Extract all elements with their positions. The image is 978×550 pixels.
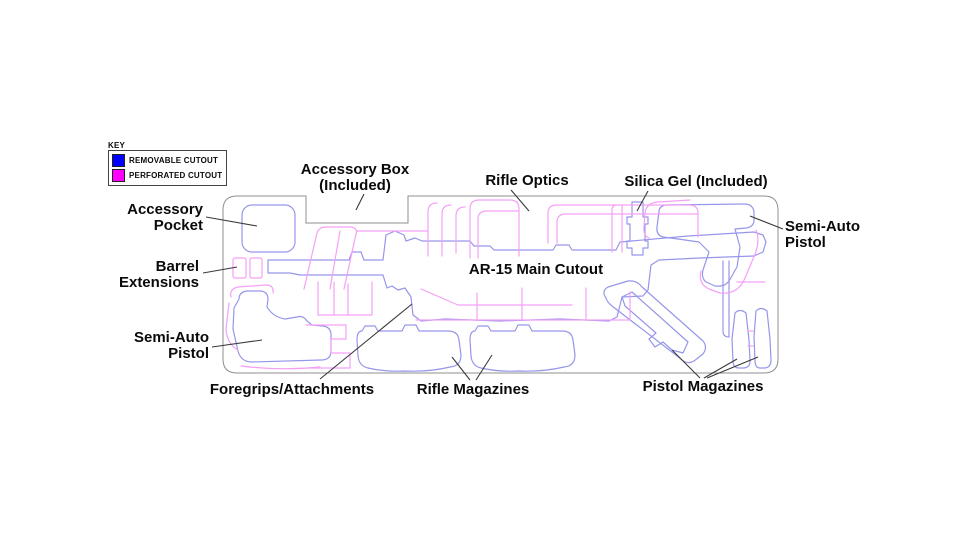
label-ar15-main-cutout: AR-15 Main Cutout bbox=[468, 261, 604, 278]
cutout-silica-gel bbox=[626, 201, 649, 256]
label-semi-auto-pistol-right: Semi-Auto Pistol bbox=[785, 218, 860, 251]
stock-channel-line bbox=[722, 260, 730, 338]
label-semi-auto-pistol-left: Semi-Auto Pistol bbox=[134, 329, 209, 362]
perforation-foregrip-grid bbox=[415, 287, 631, 321]
leader-rifle-magazines-2 bbox=[475, 354, 493, 381]
cutout-rifle-magazine-2 bbox=[469, 324, 576, 372]
perforation-barrel-extension-1 bbox=[232, 257, 247, 279]
perforation-foregrip-left bbox=[317, 281, 373, 316]
leader-pistol-magazines-1 bbox=[671, 349, 701, 379]
legend: KEY REMOVABLE CUTOUT PERFORATED CUTOUT bbox=[108, 141, 228, 186]
leader-pistol-right bbox=[749, 215, 784, 230]
legend-row-perforated: PERFORATED CUTOUT bbox=[112, 168, 222, 183]
leader-pistol-magazines-3 bbox=[706, 356, 759, 379]
perforation-pistol-mag-ticks bbox=[736, 281, 766, 347]
cutout-pistol-magazine-2 bbox=[753, 307, 772, 369]
leader-accessory-box bbox=[355, 193, 365, 211]
leader-pistol-left bbox=[211, 339, 263, 348]
perforation-optics-hooks bbox=[427, 202, 466, 257]
leader-pistol-magazines-2 bbox=[703, 358, 738, 379]
legend-box: REMOVABLE CUTOUT PERFORATED CUTOUT bbox=[108, 150, 228, 186]
cutout-ar15-main bbox=[267, 230, 767, 322]
removable-swatch bbox=[112, 154, 125, 167]
cutout-rifle-magazine-1 bbox=[356, 324, 462, 372]
label-rifle-magazines: Rifle Magazines bbox=[416, 381, 530, 398]
label-accessory-pocket: Accessory Pocket bbox=[127, 201, 203, 234]
label-accessory-box: Accessory Box (Included) bbox=[300, 161, 410, 194]
cutout-pistol-magazine-1 bbox=[731, 309, 751, 369]
cutout-pistol-magazine-angled bbox=[621, 291, 689, 354]
leader-barrel-extensions bbox=[202, 266, 238, 274]
perforation-barrel-extension-2 bbox=[249, 257, 263, 279]
legend-label-perforated: PERFORATED CUTOUT bbox=[129, 171, 223, 180]
cutout-accessory-pocket bbox=[241, 204, 296, 253]
cutout-pistol-magazine-angled-outer bbox=[603, 280, 707, 364]
case-outline bbox=[222, 195, 779, 374]
perforation-pistol-right bbox=[643, 199, 759, 294]
leader-accessory-pocket bbox=[205, 216, 258, 227]
label-silica-gel: Silica Gel (Included) bbox=[624, 173, 768, 190]
legend-row-removable: REMOVABLE CUTOUT bbox=[112, 153, 222, 168]
label-foregrips-attachments: Foregrips/Attachments bbox=[209, 381, 375, 398]
label-barrel-extensions: Barrel Extensions bbox=[118, 258, 199, 291]
legend-title: KEY bbox=[108, 141, 126, 150]
cutout-semi-auto-pistol-right bbox=[656, 203, 755, 287]
perforation-pistol-left bbox=[225, 284, 351, 370]
perforation-silica-sides bbox=[611, 204, 623, 253]
leader-rifle-optics bbox=[510, 189, 530, 212]
perforation-optics-box-2 bbox=[547, 204, 699, 244]
label-rifle-optics: Rifle Optics bbox=[485, 172, 569, 189]
leader-foregrips bbox=[319, 303, 413, 380]
legend-label-removable: REMOVABLE CUTOUT bbox=[129, 156, 219, 165]
leader-silica-gel bbox=[636, 190, 649, 212]
label-pistol-magazines: Pistol Magazines bbox=[642, 378, 764, 395]
perforated-swatch bbox=[112, 169, 125, 182]
cutout-semi-auto-pistol-left bbox=[232, 290, 332, 363]
perforation-optics-box-1 bbox=[469, 199, 520, 259]
perforation-handguard-left bbox=[303, 226, 428, 290]
leader-rifle-magazines-1 bbox=[451, 356, 471, 381]
